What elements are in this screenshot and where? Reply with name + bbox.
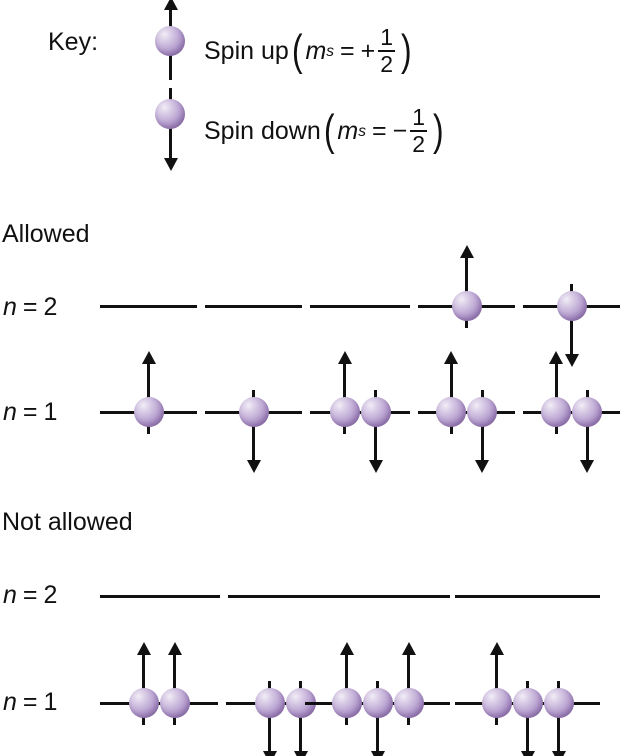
fraction-bar-icon	[410, 130, 427, 133]
energy-level-line	[100, 595, 220, 598]
key-sign-down: −	[392, 116, 408, 145]
arrowhead-down-icon	[370, 751, 385, 756]
level-n-symbol: n	[3, 398, 17, 426]
level-n-symbol: n	[3, 293, 17, 321]
key-sign-up: +	[360, 36, 376, 65]
arrowhead-down-icon	[580, 460, 594, 473]
key-spin-down-prefix: Spin down	[204, 116, 321, 145]
level-label-allowed-n1: n=1	[3, 400, 57, 425]
electron-down-icon	[360, 397, 391, 427]
level-label-not-allowed-n1: n=1	[3, 690, 57, 715]
electron-up-icon	[481, 688, 512, 718]
energy-level-line	[226, 702, 344, 705]
electron-down-icon	[556, 291, 587, 321]
electron-down-icon	[238, 397, 269, 427]
key-fraction-down: 1 2	[410, 104, 427, 158]
arrowhead-up-icon	[401, 642, 416, 655]
key-fraction-numerator-down: 1	[412, 104, 425, 130]
energy-level-line	[310, 305, 410, 308]
level-equals: =	[22, 398, 38, 426]
electron-up-icon	[159, 688, 190, 718]
key-fraction-denominator-down: 2	[412, 131, 425, 158]
electron-down-icon	[512, 688, 543, 718]
key-ms-symbol-up: m	[305, 36, 327, 65]
key-equals-up: =	[340, 36, 355, 65]
arrowhead-down-icon	[475, 460, 489, 473]
level-value: 2	[43, 581, 58, 609]
electron-up-icon	[133, 397, 164, 427]
energy-level-line	[100, 702, 218, 705]
electron-up-icon	[541, 397, 571, 427]
arrowhead-up-icon	[444, 351, 458, 364]
key-fraction-up: 1 2	[378, 24, 396, 78]
key-close-paren-up: )	[401, 26, 412, 76]
key-label: Key:	[48, 28, 99, 56]
key-fraction-numerator-up: 1	[380, 24, 394, 50]
level-label-allowed-n2: n=2	[3, 295, 57, 320]
energy-level-line	[418, 411, 515, 414]
level-value: 2	[43, 293, 58, 321]
electron-up-icon	[451, 291, 482, 321]
electron-down-icon	[572, 397, 602, 427]
key-spin-up-electron-icon	[155, 26, 185, 56]
arrowhead-up-icon	[489, 642, 504, 655]
arrowhead-down-icon	[293, 751, 308, 756]
arrowhead-up-icon	[459, 245, 474, 258]
key-spin-up-prefix: Spin up	[204, 36, 289, 65]
level-equals: =	[22, 293, 38, 321]
electron-down-icon	[543, 688, 574, 718]
electron-down-icon	[254, 688, 285, 718]
key-ms-symbol-down: m	[337, 116, 359, 145]
key-ms-sub-up: s	[326, 42, 335, 60]
key-fraction-denominator-up: 2	[380, 51, 394, 78]
key-ms-sub-down: s	[358, 122, 366, 140]
arrowhead-up-icon	[549, 351, 563, 364]
level-equals: =	[22, 581, 38, 609]
level-value: 1	[43, 688, 58, 716]
level-equals: =	[22, 688, 38, 716]
level-value: 1	[43, 398, 58, 426]
arrowhead-down-icon	[368, 460, 383, 473]
key-open-paren-up: (	[291, 26, 303, 76]
energy-level-line	[523, 411, 620, 414]
arrowhead-up-icon	[136, 642, 151, 655]
electron-down-icon	[362, 688, 393, 718]
arrowhead-down-icon	[246, 460, 261, 473]
section-heading-allowed: Allowed	[2, 220, 90, 248]
electron-up-icon	[331, 688, 362, 718]
energy-level-line	[455, 595, 600, 598]
level-n-symbol: n	[3, 688, 17, 716]
energy-level-line	[305, 595, 450, 598]
energy-level-line	[100, 305, 197, 308]
electron-down-icon	[467, 397, 497, 427]
key-close-paren-down: )	[433, 106, 444, 156]
arrowhead-down-icon	[551, 751, 566, 756]
arrowhead-down-icon	[564, 354, 579, 367]
arrowhead-up-icon	[337, 351, 352, 364]
level-label-not-allowed-n2: n=2	[3, 583, 57, 608]
energy-level-line	[228, 595, 348, 598]
key-spin-down-electron-icon	[155, 99, 185, 129]
arrowhead-up-icon	[141, 351, 156, 364]
section-heading-not-allowed: Not allowed	[2, 508, 133, 536]
arrowhead-down-icon	[520, 751, 535, 756]
electron-up-icon	[128, 688, 159, 718]
level-n-symbol: n	[3, 581, 17, 609]
arrowhead-down-icon	[163, 158, 178, 171]
arrowhead-down-icon	[262, 751, 277, 756]
arrowhead-up-icon	[339, 642, 354, 655]
electron-up-icon	[436, 397, 466, 427]
key-open-paren-down: (	[323, 106, 335, 156]
fraction-bar-icon	[378, 50, 396, 53]
electron-up-icon	[393, 688, 424, 718]
energy-level-line	[310, 411, 410, 414]
energy-level-line	[205, 305, 302, 308]
key-equals-down: =	[371, 116, 387, 145]
electron-up-icon	[329, 397, 360, 427]
arrowhead-up-icon	[167, 642, 182, 655]
arrowhead-up-icon	[163, 0, 178, 10]
